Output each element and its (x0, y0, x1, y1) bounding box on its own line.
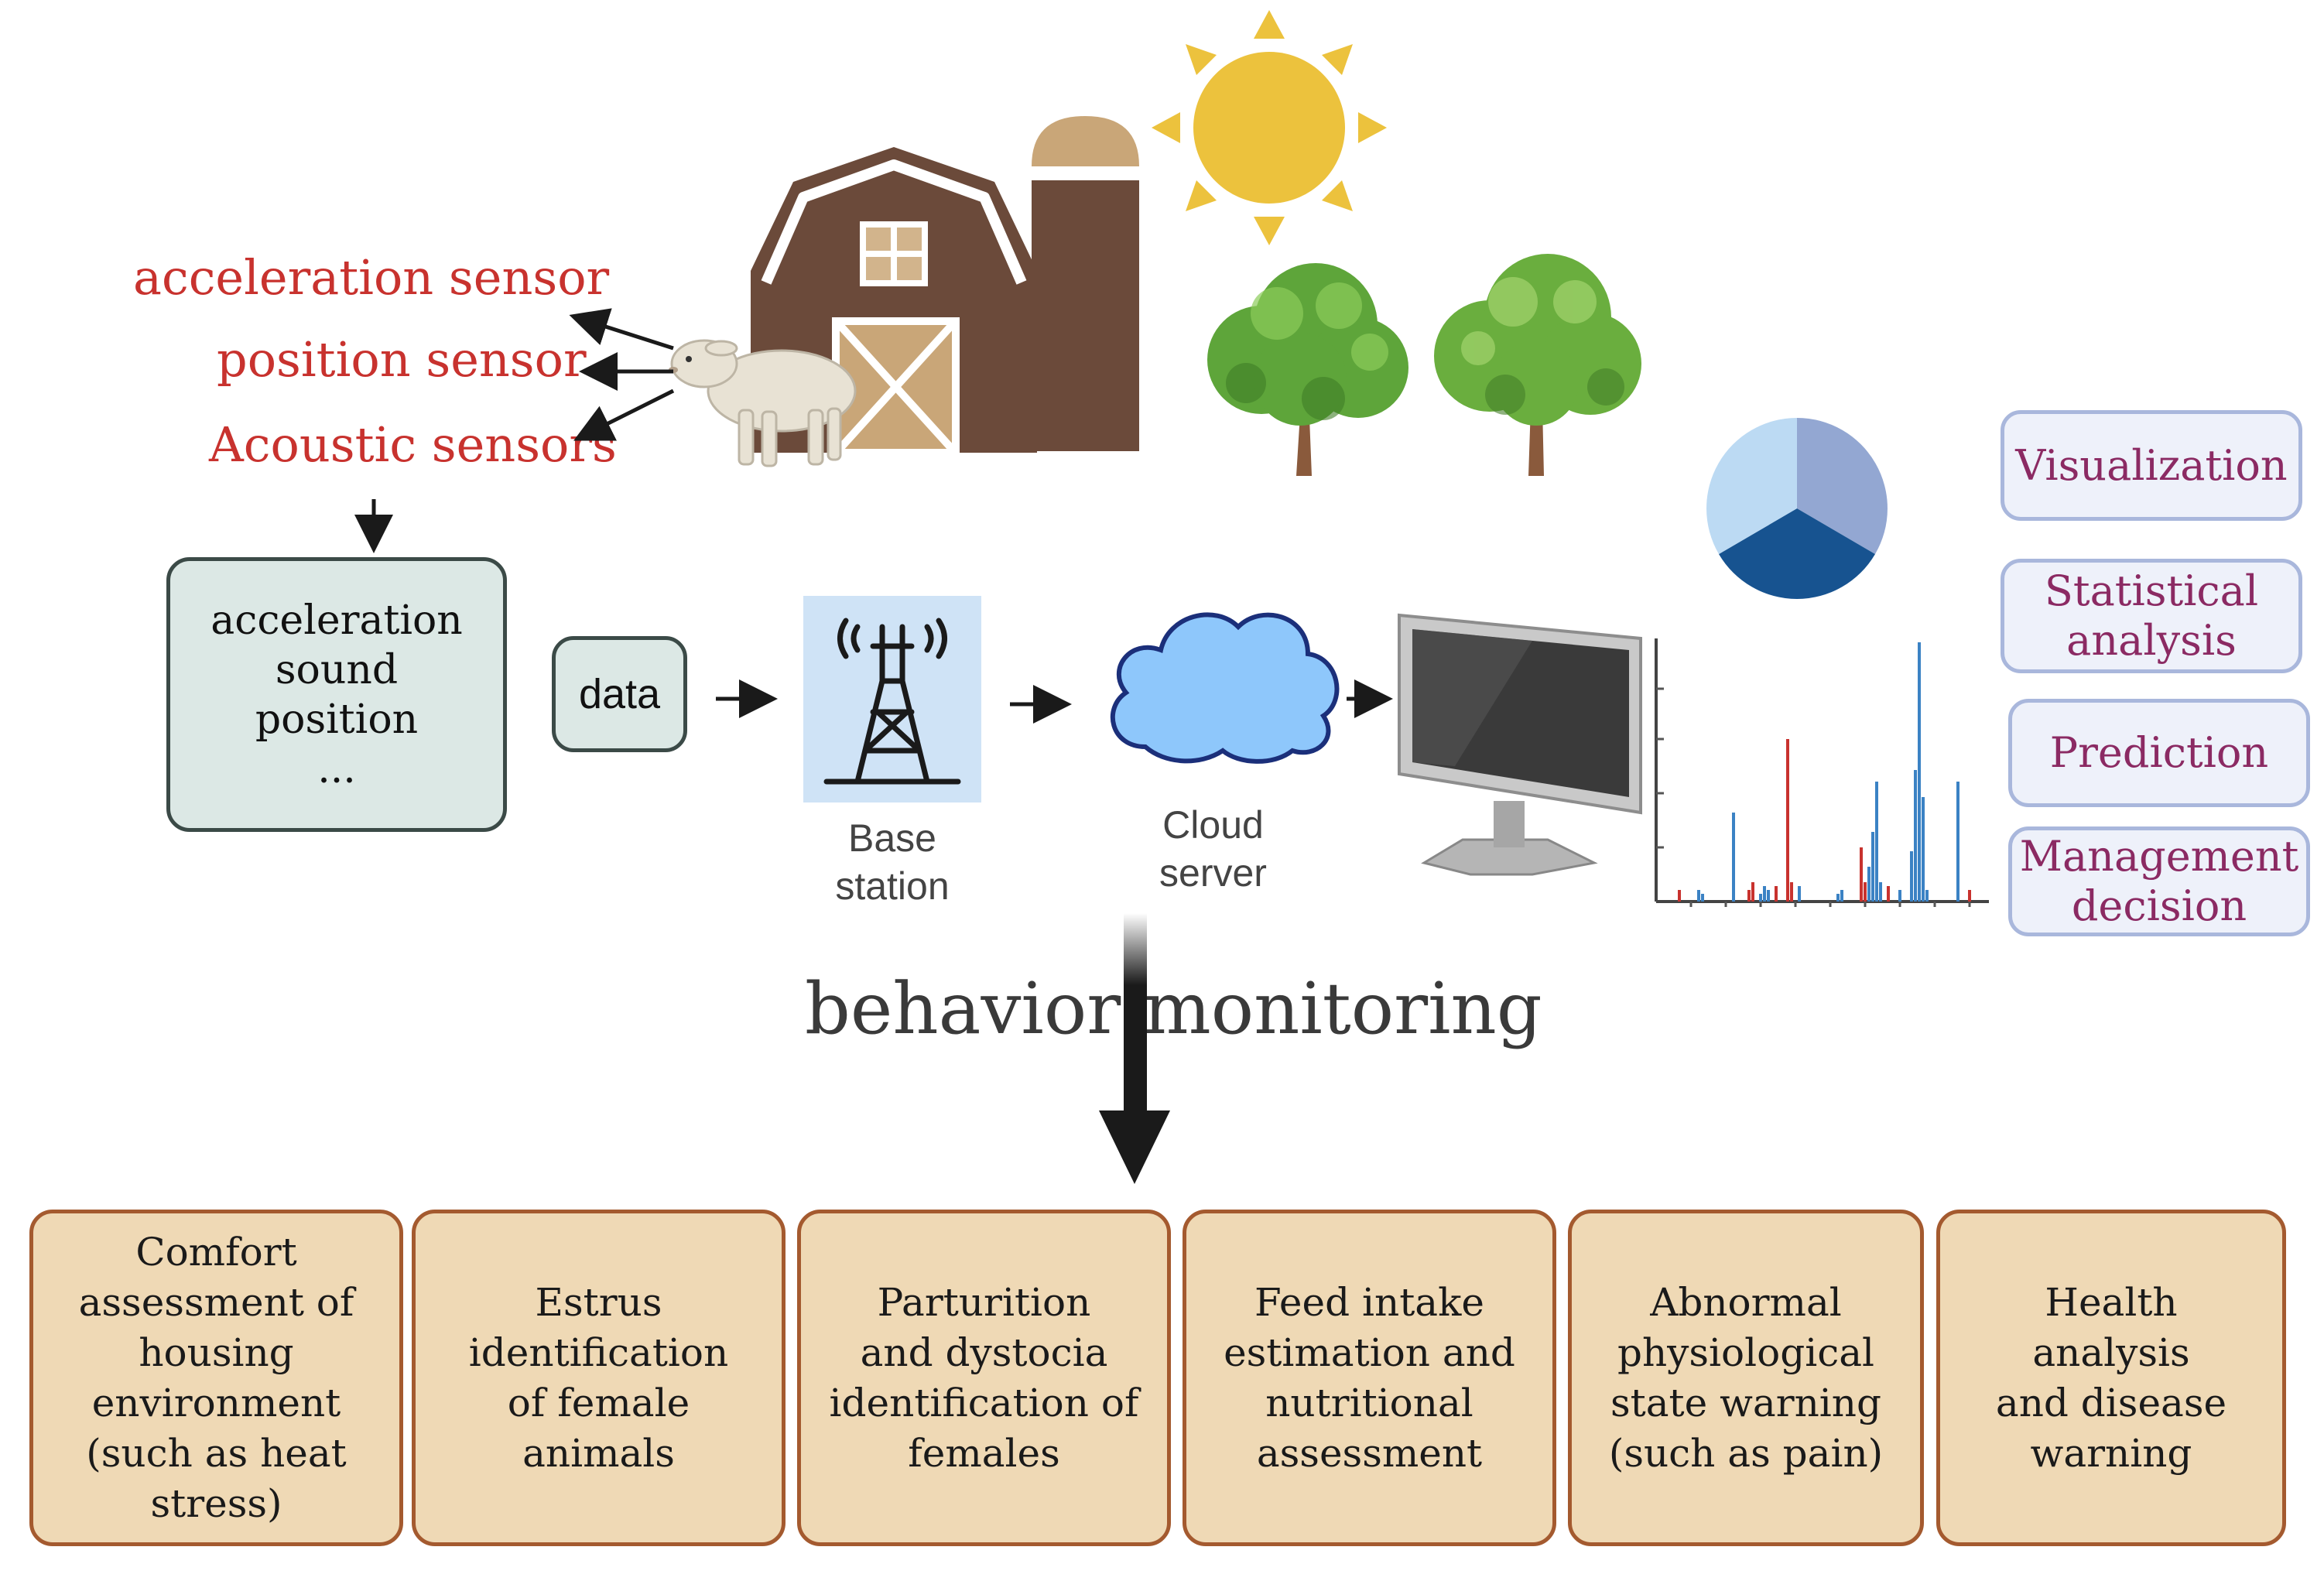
outcome-line: of female (507, 1380, 690, 1425)
outcome-line: females (908, 1430, 1060, 1476)
down-arrow-icon (1099, 913, 1170, 1184)
outcome-line: Abnormal (1650, 1279, 1842, 1325)
outcome-abnormal-state-warning: Abnormal physiological state warning (su… (1568, 1210, 1924, 1546)
outcome-line: (such as heat (86, 1430, 347, 1476)
tree-icon (1207, 263, 1408, 476)
acceleration-sensor-label: acceleration sensor (133, 249, 610, 306)
data-box: data (552, 636, 687, 752)
outcome-line: stress) (150, 1480, 282, 1526)
cloud-icon (1110, 612, 1340, 764)
caption-line: station (835, 864, 950, 908)
outcome-line: Feed intake (1254, 1279, 1484, 1325)
signal-line: position (255, 696, 419, 743)
outcome-line: Estrus (535, 1279, 662, 1325)
management-label-line: Management (2019, 832, 2299, 881)
outcome-feed-intake: Feed intake estimation and nutritional a… (1183, 1210, 1556, 1546)
signal-line: ... (317, 745, 356, 792)
outcome-comfort-assessment: Comfort assessment of housing environmen… (29, 1210, 403, 1546)
outcome-line: identification (468, 1329, 729, 1375)
caption-line: Base (848, 816, 936, 860)
barn-icon (751, 147, 1037, 457)
data-label: data (578, 671, 661, 717)
outcome-parturition-dystocia: Parturition and dystocia identification … (797, 1210, 1171, 1546)
monitor-icon (1398, 613, 1642, 876)
base-station-caption: Base station (803, 814, 981, 910)
outcome-line: physiological (1617, 1329, 1875, 1375)
sheep-icon (669, 339, 857, 467)
outcome-line: assessment of (78, 1279, 354, 1325)
signal-types-box: acceleration sound position ... (166, 557, 507, 832)
outcome-line: nutritional (1265, 1380, 1473, 1425)
statistical-label-line: Statistical (2044, 566, 2259, 615)
spike-chart-icon (1655, 638, 1989, 907)
outcome-line: identification of (829, 1380, 1139, 1425)
behavior-monitoring-title: behavior monitoring (805, 967, 1542, 1050)
outcome-line: environment (91, 1380, 341, 1425)
acoustic-sensor-label: Acoustic sensors (209, 416, 617, 473)
outcome-line: Parturition (877, 1279, 1091, 1325)
flow-arrows (354, 308, 1393, 724)
statistical-label-line: analysis (2066, 616, 2237, 665)
sun-icon (1152, 10, 1387, 245)
antenna-tower-icon (803, 596, 981, 802)
prediction-label: Prediction (2049, 728, 2269, 777)
outcome-line: analysis (2032, 1329, 2190, 1375)
caption-line: Cloud (1162, 803, 1264, 847)
silo-icon (1032, 116, 1139, 451)
visualization-button[interactable]: Visualization (2001, 410, 2302, 521)
position-sensor-label: position sensor (217, 331, 587, 388)
statistical-analysis-button[interactable]: Statistical analysis (2001, 559, 2302, 673)
outcome-line: Comfort (135, 1229, 297, 1275)
outcome-line: assessment (1256, 1430, 1483, 1476)
outcome-line: warning (2030, 1430, 2192, 1476)
prediction-button[interactable]: Prediction (2008, 699, 2310, 807)
arrow-to-acoustic (573, 388, 675, 441)
outcome-line: state warning (1610, 1380, 1882, 1425)
visualization-label: Visualization (2015, 440, 2288, 490)
outcome-estrus-identification: Estrus identification of female animals (412, 1210, 786, 1546)
signal-line: sound (275, 646, 399, 693)
pie-chart-icon (1706, 418, 1888, 599)
outcome-line: animals (522, 1430, 675, 1476)
outcome-line: housing (139, 1329, 294, 1375)
outcome-health-analysis: Health analysis and disease warning (1936, 1210, 2286, 1546)
cloud-server-caption: Cloud server (1114, 801, 1312, 897)
outcome-line: and disease (1995, 1380, 2227, 1425)
arrow-to-acceleration (569, 308, 674, 351)
outcome-line: estimation and (1224, 1329, 1515, 1375)
caption-line: server (1159, 851, 1267, 895)
outcome-line: Health (2045, 1279, 2178, 1325)
management-decision-button[interactable]: Management decision (2008, 826, 2310, 936)
signal-line: acceleration (210, 597, 463, 644)
outcome-line: and dystocia (860, 1329, 1108, 1375)
management-label-line: decision (2071, 881, 2247, 930)
outcome-line: (such as pain) (1608, 1430, 1884, 1476)
tree-icon (1434, 254, 1641, 476)
